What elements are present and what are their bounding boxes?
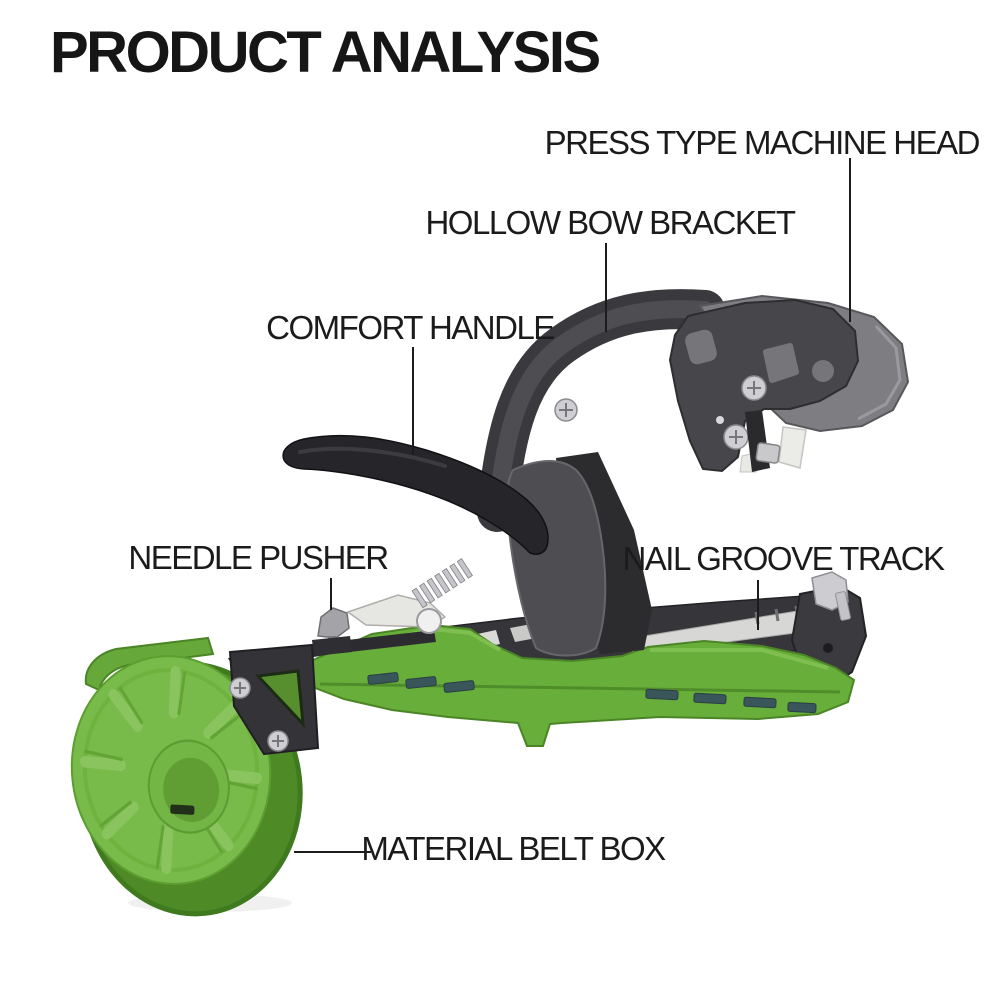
- jaw-silver-tip: [755, 442, 781, 464]
- head-cutout-circle: [812, 360, 834, 382]
- reel-hub-slot: [170, 804, 195, 815]
- needle-pusher-part: [312, 607, 352, 656]
- reel-lid-ring: [82, 668, 260, 872]
- handle-sheen: [298, 446, 447, 468]
- label-material-belt-box: MATERIAL BELT BOX: [361, 830, 666, 867]
- bow-bracket-highlight: [488, 300, 714, 521]
- head-pin-hole: [716, 416, 724, 424]
- rail-top-highlight-right: [650, 648, 829, 670]
- head-back-plate-edge: [857, 324, 902, 421]
- comfort-handle-part: [282, 434, 549, 555]
- label-hollow-bow-bracket: HOLLOW BOW BRACKET: [425, 204, 796, 241]
- jaw-white-wedge: [778, 426, 807, 469]
- label-comfort-handle: COMFORT HANDLE: [266, 309, 555, 346]
- pivot-roller: [416, 608, 442, 634]
- label-press-type-machine-head: PRESS TYPE MACHINE HEAD: [544, 124, 981, 161]
- return-spring: [411, 558, 473, 609]
- page-title: PRODUCT ANALYSIS: [50, 20, 601, 85]
- label-needle-pusher: NEEDLE PUSHER: [128, 539, 389, 576]
- reel-bracket-hole: [254, 669, 305, 729]
- head-screw-lower: [723, 424, 749, 450]
- head-screw-upper: [741, 375, 767, 401]
- carry-loop: [84, 636, 215, 692]
- rail-slots: [367, 672, 817, 714]
- end-cap-prong: [835, 591, 851, 621]
- arm-screw: [554, 398, 578, 422]
- bracket-screw-top: [229, 677, 251, 699]
- leader-lines: [294, 158, 851, 853]
- bracket-screw-bottom: [267, 730, 289, 752]
- rail-body: [298, 623, 856, 747]
- reel-spokes: [79, 665, 263, 875]
- end-cap-hole: [823, 643, 833, 653]
- head-cutout-rhombus: [763, 343, 799, 383]
- label-nail-groove-track: NAIL GROOVE TRACK: [622, 540, 945, 577]
- head-cutout-square: [685, 329, 717, 365]
